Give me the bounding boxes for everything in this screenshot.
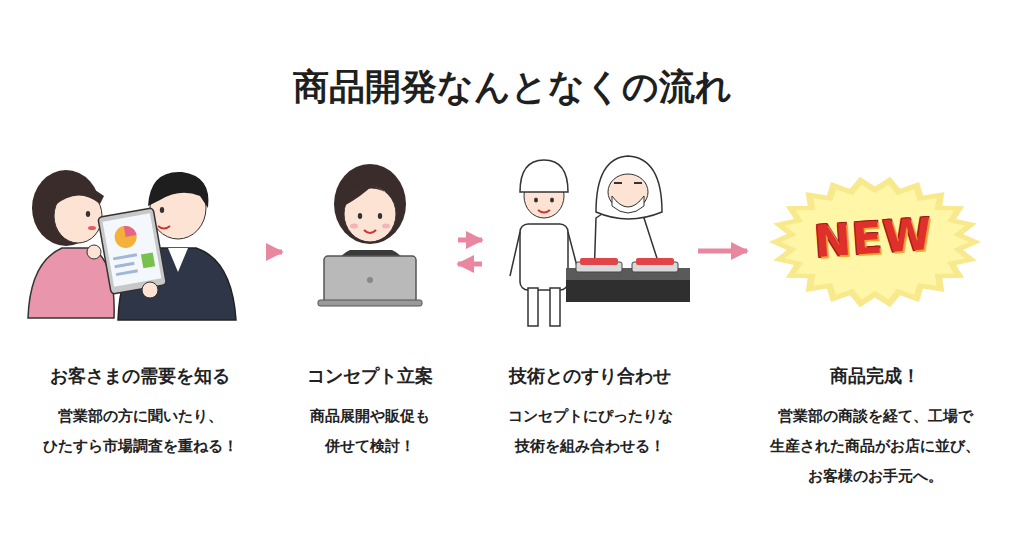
laptop (318, 300, 422, 306)
customer-woman (28, 248, 114, 318)
new-burst (769, 177, 981, 308)
planner-woman (378, 213, 382, 219)
step-heading: 商品完成！ (755, 363, 995, 389)
laptop (324, 256, 416, 304)
factory-woman (550, 197, 554, 202)
factory-woman (510, 232, 520, 276)
step-column: 技術とのすり合わせコンセプトにぴったりな 技術を組み合わせる！ (490, 150, 690, 461)
arrow-line (458, 262, 482, 267)
factory-woman (534, 197, 538, 202)
customer-woman (50, 183, 104, 206)
factory-woman (528, 288, 538, 326)
customer-woman (87, 245, 101, 259)
planner-woman (350, 224, 358, 229)
flow-arrow (698, 251, 747, 252)
customer-woman (28, 170, 114, 318)
factory-woman (520, 160, 568, 192)
arrow-line (698, 249, 747, 254)
step-description: 営業部の方に聞いたり、 ひたすら市場調査を重ねる！ (15, 401, 265, 461)
factory-man (634, 182, 642, 184)
customer-woman (86, 211, 90, 217)
step-column: コンセプト立案商品展開や販促も 併せて検討！ (290, 150, 450, 461)
step-heading: コンセプト立案 (290, 363, 450, 389)
planner-woman (364, 230, 376, 233)
tablet (116, 269, 138, 276)
new-badge-text: NEW (813, 208, 935, 267)
diagram-title: 商品開発なんとなくの流れ (0, 62, 1024, 112)
step-heading: お客さまの需要を知る (15, 363, 265, 389)
factory-man (612, 196, 644, 213)
factory-woman (538, 210, 550, 213)
tablet (114, 262, 134, 268)
factory-woman (550, 288, 560, 326)
sales-man (168, 248, 188, 272)
arrow-line (458, 238, 482, 243)
step-description: 営業部の商談を経て、工場で 生産された商品がお店に並び、 お客様のお手元へ。 (755, 401, 995, 491)
sales-man (158, 226, 170, 229)
planner-woman (334, 164, 406, 244)
tablet (124, 224, 137, 237)
step-description: 商品展開や販促も 併せて検討！ (290, 401, 450, 461)
laptop (367, 277, 373, 283)
tablet (98, 208, 167, 295)
step-description: コンセプトにぴったりな 技術を組み合わせる！ (490, 401, 690, 461)
factory-man (596, 156, 662, 219)
arrow-line (273, 250, 282, 255)
sales-man (148, 172, 208, 208)
conveyor (580, 258, 618, 265)
tablet (113, 253, 137, 260)
tablet (113, 224, 138, 249)
planner-woman (342, 182, 374, 206)
tablet (98, 208, 167, 295)
conveyor (566, 278, 690, 302)
conveyor (636, 258, 674, 265)
step-heading: 技術とのすり合わせ (490, 363, 690, 389)
tablet (98, 208, 167, 298)
step-column: お客さまの需要を知る営業部の方に聞いたり、 ひたすら市場調査を重ねる！ (15, 150, 265, 461)
new-burst (781, 185, 969, 300)
flow-arrow (458, 240, 482, 264)
conveyor (566, 258, 690, 302)
factory-man (614, 182, 622, 184)
planner-woman (358, 213, 362, 219)
step-column: 商品完成！ 営業部の商談を経て、工場で 生産された商品がお店に並び、 お客様のお手… (755, 150, 995, 491)
tablet (141, 252, 155, 268)
customer-woman (88, 226, 96, 230)
laptop (318, 256, 422, 306)
flow-arrow (273, 252, 282, 253)
sales-man (160, 207, 164, 213)
tablet (103, 213, 162, 286)
planner-woman (382, 224, 390, 229)
factory-woman (520, 224, 568, 290)
new-burst (769, 177, 981, 308)
tablet (142, 282, 158, 298)
